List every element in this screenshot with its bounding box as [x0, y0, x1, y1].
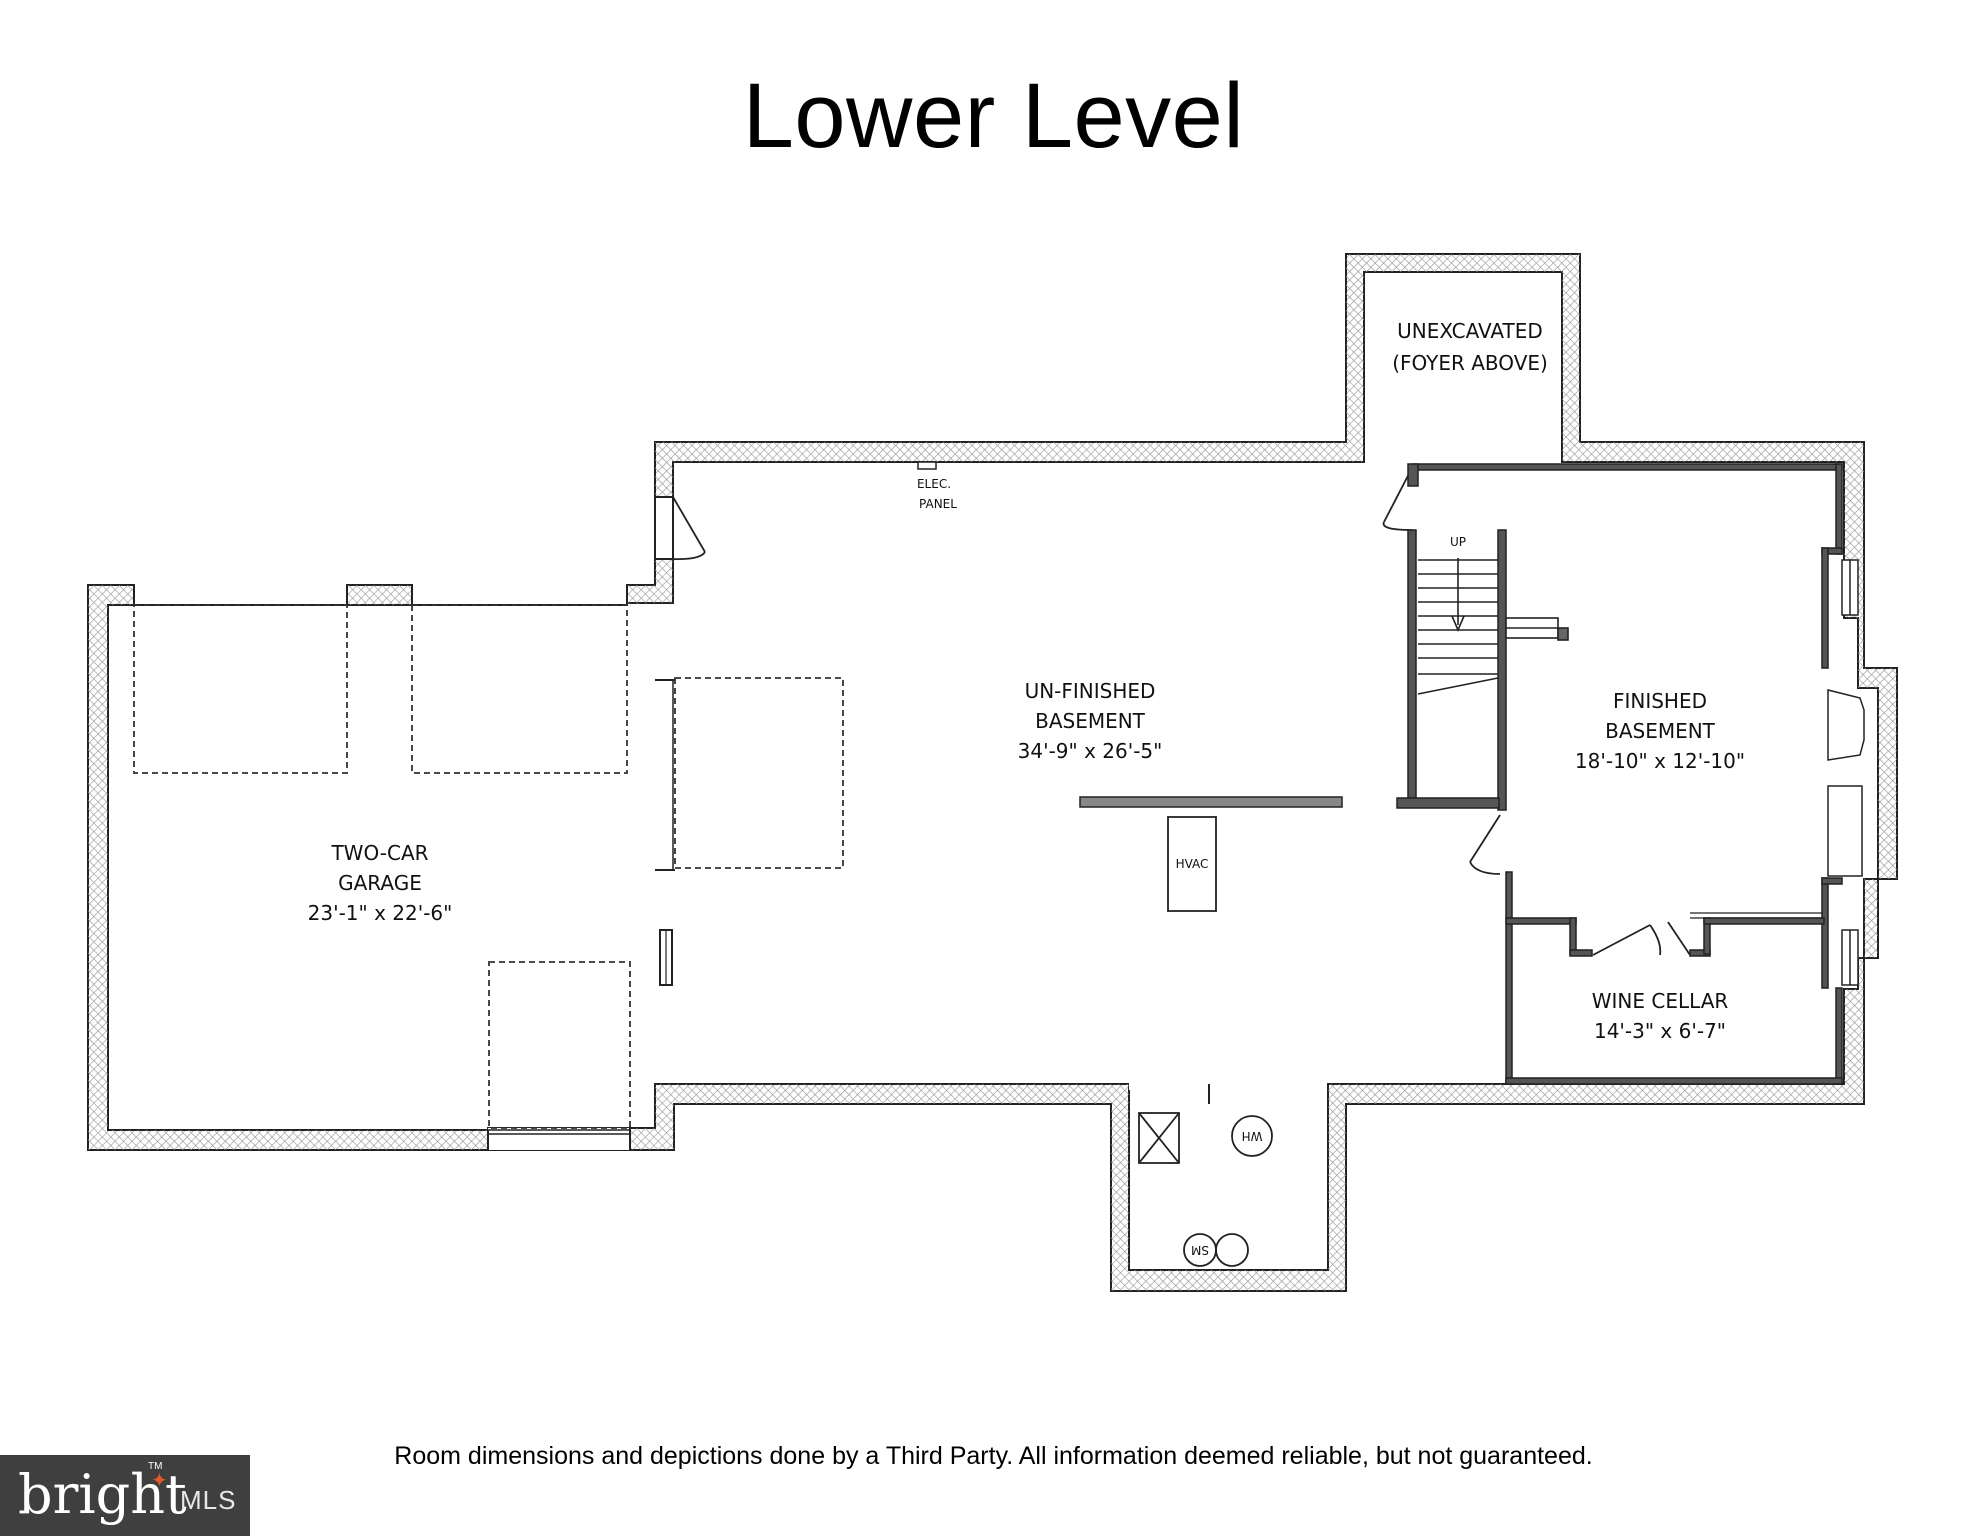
unfinished-label-2: BASEMENT	[1035, 709, 1146, 733]
page-title: Lower Level	[742, 65, 1245, 167]
interior-walls	[1396, 463, 1843, 1085]
utility-opening	[1129, 1080, 1210, 1104]
garage-wall-details	[133, 496, 675, 1150]
room-labels: TWO-CAR GARAGE 23'-1" x 22'-6" UN-FINISH…	[308, 319, 1745, 1043]
unexcavated-label-1: UNEXCAVATED	[1397, 319, 1543, 343]
stairs	[1417, 558, 1569, 695]
beam	[1079, 796, 1343, 808]
finished-label-2: BASEMENT	[1605, 719, 1716, 743]
sump-label: SM	[1191, 1243, 1209, 1257]
logo-star-icon: ✦	[151, 1470, 168, 1492]
wine-cellar-label: WINE CELLAR	[1592, 989, 1729, 1013]
electrical-panel: ELEC. PANEL	[917, 461, 957, 511]
wine-cellar-dims: 14'-3" x 6'-7"	[1594, 1019, 1726, 1043]
hvac-label: HVAC	[1176, 857, 1209, 871]
unexcavated-label-2: (FOYER ABOVE)	[1392, 351, 1548, 375]
garage-label-1: TWO-CAR	[330, 841, 428, 865]
garage-label-2: GARAGE	[338, 871, 422, 895]
door-swings	[654, 467, 1691, 956]
logo-suffix: MLS	[180, 1485, 237, 1515]
disclaimer-text: Room dimensions and depictions done by a…	[394, 1442, 1593, 1470]
logo-trademark: TM	[148, 1461, 163, 1472]
unfinished-dims: 34'-9" x 26'-5"	[1018, 739, 1163, 763]
logo-brand: bright	[18, 1463, 187, 1526]
car-outlines	[133, 604, 844, 1129]
utility-fixtures	[1138, 1112, 1273, 1267]
water-heater-label: WH	[1242, 1129, 1263, 1143]
finished-dims: 18'-10" x 12'-10"	[1575, 749, 1745, 773]
elec-panel-label-1: ELEC.	[917, 477, 951, 491]
stairs-up-label: UP	[1450, 535, 1466, 549]
elec-panel-label-2: PANEL	[919, 497, 957, 511]
garage-dims: 23'-1" x 22'-6"	[308, 901, 453, 925]
windows	[1690, 559, 1865, 986]
hvac-unit: HVAC	[1167, 816, 1217, 912]
unfinished-label-1: UN-FINISHED	[1025, 679, 1156, 703]
bright-mls-logo: bright ✦ TM MLS	[0, 1455, 250, 1536]
finished-label-1: FINISHED	[1613, 689, 1707, 713]
